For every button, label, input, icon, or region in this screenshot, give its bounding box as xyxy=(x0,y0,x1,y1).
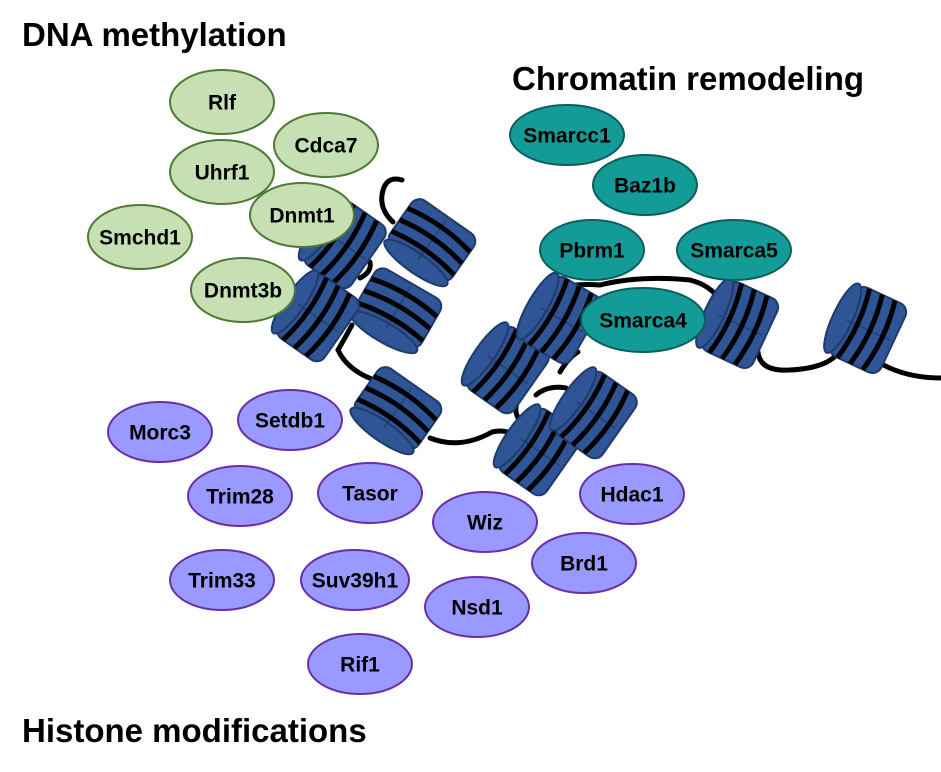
protein-ellipse xyxy=(317,462,423,524)
heading-dna-methylation: DNA methylation xyxy=(22,16,287,53)
protein-ellipse xyxy=(509,104,625,166)
protein-ellipse xyxy=(187,465,293,527)
protein-label: Baz1b xyxy=(614,175,676,198)
protein-brd1: Brd1 xyxy=(531,532,637,594)
protein-label: Rlf xyxy=(208,92,237,115)
protein-rlf: Rlf xyxy=(169,69,275,135)
protein-ellipse xyxy=(87,204,193,270)
protein-ellipse xyxy=(237,389,343,451)
nucleosome xyxy=(460,321,550,415)
nucleosome xyxy=(349,366,443,456)
protein-suv39h1: Suv39h1 xyxy=(300,549,410,611)
protein-smchd1: Smchd1 xyxy=(87,204,193,270)
protein-label: Smchd1 xyxy=(99,227,181,250)
protein-label: Nsd1 xyxy=(451,597,503,620)
protein-label: Trim33 xyxy=(188,570,256,593)
protein-ellipse xyxy=(300,549,410,611)
protein-smarca5: Smarca5 xyxy=(676,219,792,281)
protein-ellipse xyxy=(169,69,275,135)
protein-ellipse xyxy=(107,401,213,463)
protein-ellipse xyxy=(307,633,413,695)
protein-ellipse xyxy=(169,549,275,611)
protein-label: Smarcc1 xyxy=(523,125,611,148)
nucleosome xyxy=(270,269,360,363)
protein-label: Hdac1 xyxy=(600,484,663,507)
protein-ellipse xyxy=(249,182,355,248)
protein-label: Uhrf1 xyxy=(195,162,250,185)
protein-morc3: Morc3 xyxy=(107,401,213,463)
protein-tasor: Tasor xyxy=(317,462,423,524)
protein-wiz: Wiz xyxy=(432,491,538,553)
protein-dnmt1: Dnmt1 xyxy=(249,182,355,248)
protein-ellipse xyxy=(432,491,538,553)
protein-label: Wiz xyxy=(467,512,503,535)
protein-nsd1: Nsd1 xyxy=(424,576,530,638)
protein-dnmt3b: Dnmt3b xyxy=(190,257,296,323)
protein-pbrm1: Pbrm1 xyxy=(539,219,645,281)
protein-ellipse xyxy=(580,287,706,353)
protein-ellipse xyxy=(169,139,275,205)
protein-label: Cdca7 xyxy=(294,135,357,158)
nucleosome xyxy=(349,267,443,355)
nucleosome xyxy=(823,282,908,374)
protein-label: Brd1 xyxy=(560,553,608,576)
protein-ellipse xyxy=(424,576,530,638)
protein-label: Dnmt3b xyxy=(204,280,282,303)
protein-setdb1: Setdb1 xyxy=(237,389,343,451)
protein-ellipse xyxy=(531,532,637,594)
protein-trim33: Trim33 xyxy=(169,549,275,611)
protein-label: Pbrm1 xyxy=(559,240,625,263)
heading-chromatin-remodeling: Chromatin remodeling xyxy=(512,60,864,97)
protein-ellipse xyxy=(592,154,698,216)
protein-trim28: Trim28 xyxy=(187,465,293,527)
heading-histone-modifications: Histone modifications xyxy=(22,712,367,749)
protein-label: Smarca4 xyxy=(599,310,687,333)
protein-ellipse xyxy=(190,257,296,323)
nucleosome xyxy=(383,198,477,288)
protein-label: Setdb1 xyxy=(255,410,325,433)
nucleosome xyxy=(548,366,638,460)
protein-hdac1: Hdac1 xyxy=(579,463,685,525)
protein-label: Tasor xyxy=(342,483,398,506)
protein-label: Morc3 xyxy=(129,422,191,445)
protein-smarcc1: Smarcc1 xyxy=(509,104,625,166)
protein-smarca4: Smarca4 xyxy=(580,287,706,353)
protein-label: Trim28 xyxy=(206,486,274,509)
protein-ellipse xyxy=(273,112,379,178)
nucleosome xyxy=(515,271,603,365)
protein-label: Suv39h1 xyxy=(312,570,399,593)
protein-label: Dnmt1 xyxy=(269,205,335,228)
protein-cdca7: Cdca7 xyxy=(273,112,379,178)
protein-label: Smarca5 xyxy=(690,240,778,263)
nucleosome xyxy=(695,277,780,369)
protein-uhrf1: Uhrf1 xyxy=(169,139,275,205)
protein-ellipse xyxy=(539,219,645,281)
protein-ellipse xyxy=(676,219,792,281)
protein-label: Rif1 xyxy=(340,654,380,677)
protein-ellipse xyxy=(579,463,685,525)
protein-baz1b: Baz1b xyxy=(592,154,698,216)
protein-rif1: Rif1 xyxy=(307,633,413,695)
